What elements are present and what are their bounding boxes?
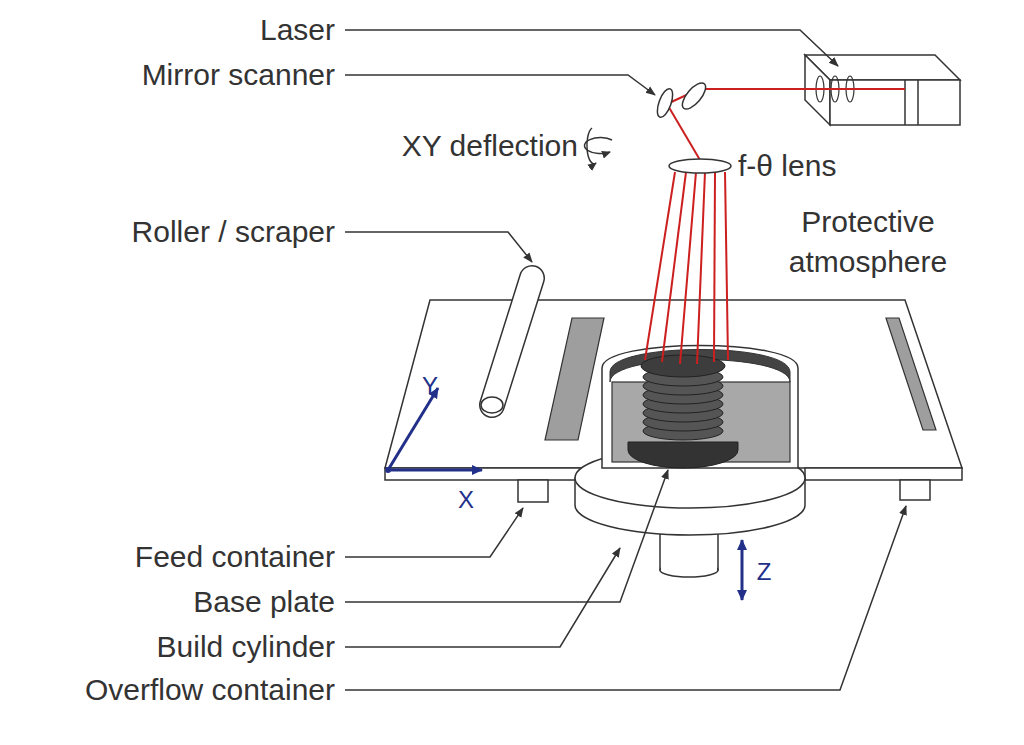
part-label: Laser bbox=[260, 12, 335, 48]
axis-label: X bbox=[458, 486, 474, 514]
axis-label: Y bbox=[422, 372, 438, 400]
leader-line bbox=[345, 30, 906, 690]
part-label: Base plate bbox=[193, 584, 335, 620]
mirror-scanner bbox=[654, 79, 709, 119]
part-label: XY deflection bbox=[402, 128, 578, 164]
part-label: Roller / scraper bbox=[132, 214, 335, 250]
part-label: Build cylinder bbox=[157, 629, 335, 665]
built-part bbox=[628, 355, 738, 468]
rotation-symbol bbox=[585, 128, 612, 164]
axis-label: Z bbox=[757, 558, 772, 586]
roller bbox=[481, 278, 532, 413]
part-label: Protective atmosphere bbox=[768, 202, 968, 282]
part-label: Mirror scanner bbox=[142, 57, 335, 93]
part-label: f-θ lens bbox=[738, 148, 836, 184]
f-theta-lens bbox=[669, 159, 731, 173]
axis-arrows bbox=[385, 388, 742, 600]
part-label: Feed container bbox=[135, 539, 335, 575]
part-label: Overflow container bbox=[85, 672, 335, 708]
build-chamber bbox=[602, 346, 798, 469]
base-plate bbox=[628, 442, 738, 468]
